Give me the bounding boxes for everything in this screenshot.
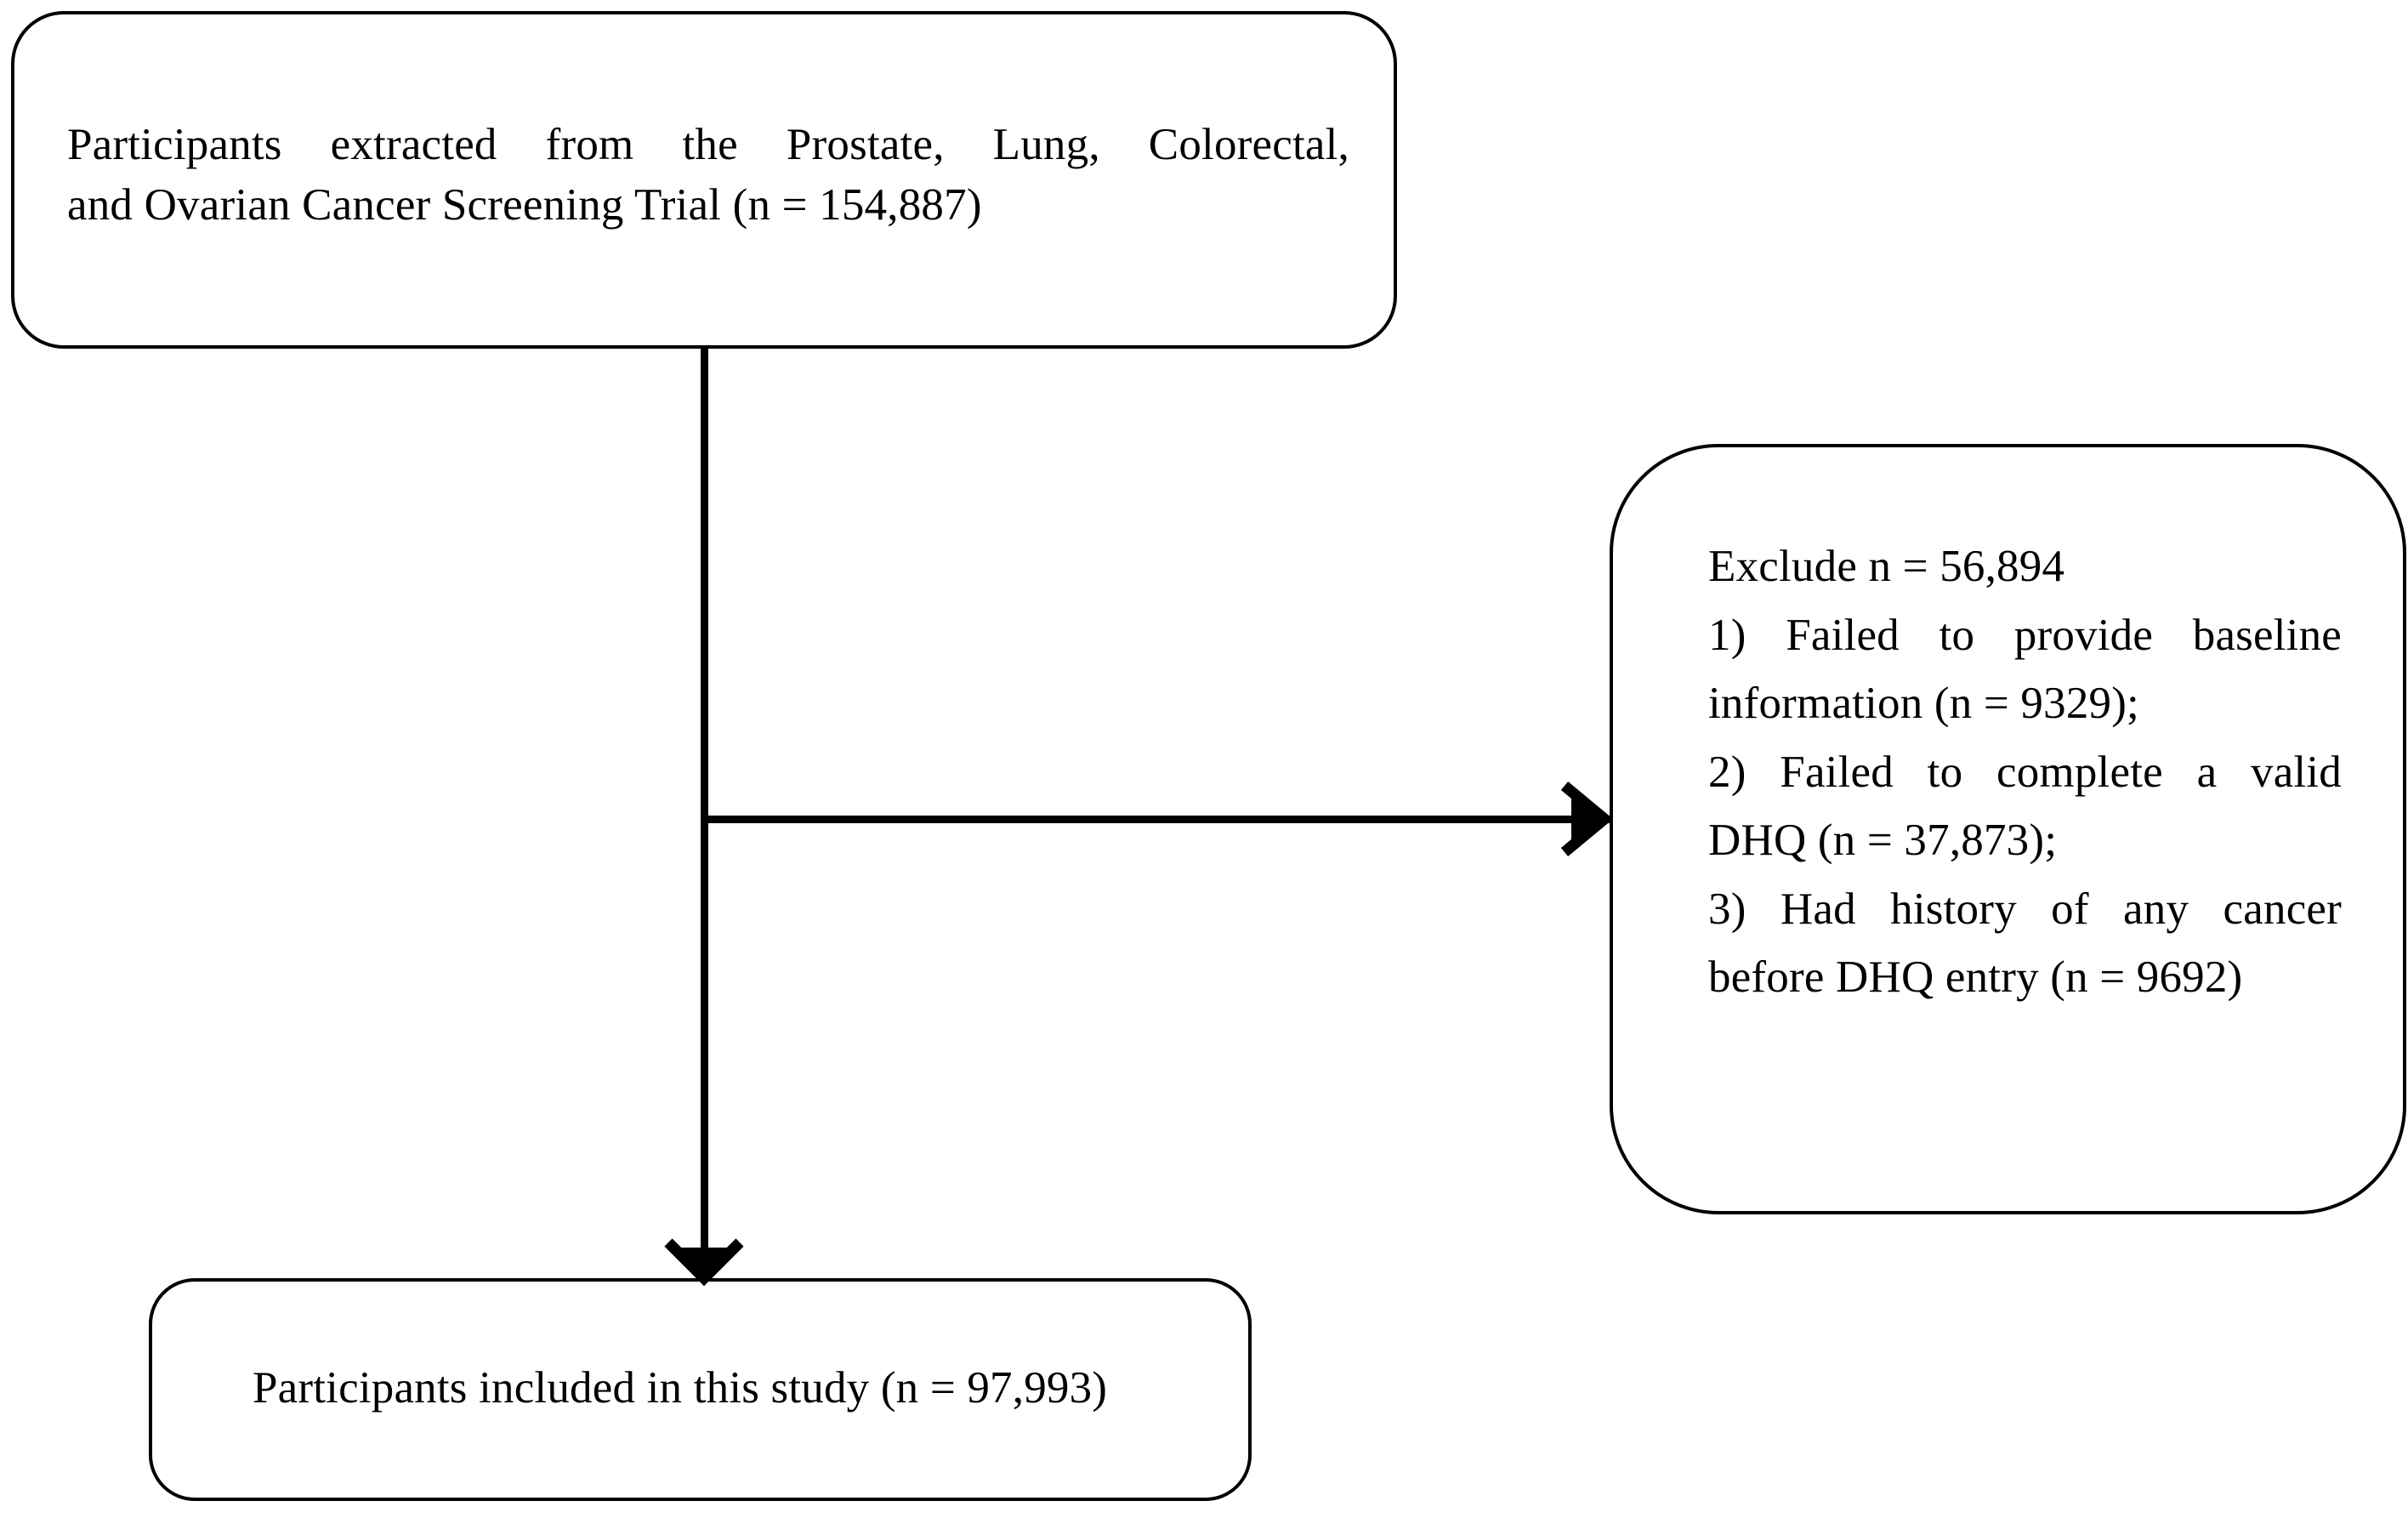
source-population-box: Participants extracted from the Prostate… — [11, 11, 1397, 349]
exclusion-reason-1-line-2: information (n = 9329); — [1708, 679, 2139, 729]
included-population-box: Participants included in this study (n =… — [149, 1278, 1252, 1501]
exclusion-heading: Exclude n = 56,894 — [1708, 542, 2065, 591]
exclusion-reason-2-line-1: 2) Failed to complete a valid — [1708, 747, 2342, 797]
exclusion-reason-1-line-1: 1) Failed to provide baseline — [1708, 610, 2342, 660]
exclusion-reason-2-line-2: DHQ (n = 37,873); — [1708, 816, 2058, 866]
exclusion-text: Exclude n = 56,894 1) Failed to provide … — [1708, 532, 2342, 1012]
source-population-line-1: Participants extracted from the Prostate… — [67, 120, 1349, 169]
source-population-line-2: and Ovarian Cancer Screening Trial (n = … — [67, 180, 982, 230]
connector-horizontal-line — [704, 816, 1610, 823]
included-population-text: Participants included in this study (n =… — [253, 1363, 1108, 1413]
source-population-text: Participants extracted from the Prostate… — [67, 115, 1349, 236]
exclusion-reason-3-line-1: 3) Had history of any cancer — [1708, 884, 2342, 934]
arrowhead-down-icon — [664, 1238, 744, 1287]
exclusion-box: Exclude n = 56,894 1) Failed to provide … — [1610, 444, 2406, 1214]
connector-vertical-line — [701, 345, 708, 1278]
exclusion-reason-3-line-2: before DHQ entry (n = 9692) — [1708, 952, 2243, 1003]
arrowhead-right-icon — [1560, 781, 1614, 857]
